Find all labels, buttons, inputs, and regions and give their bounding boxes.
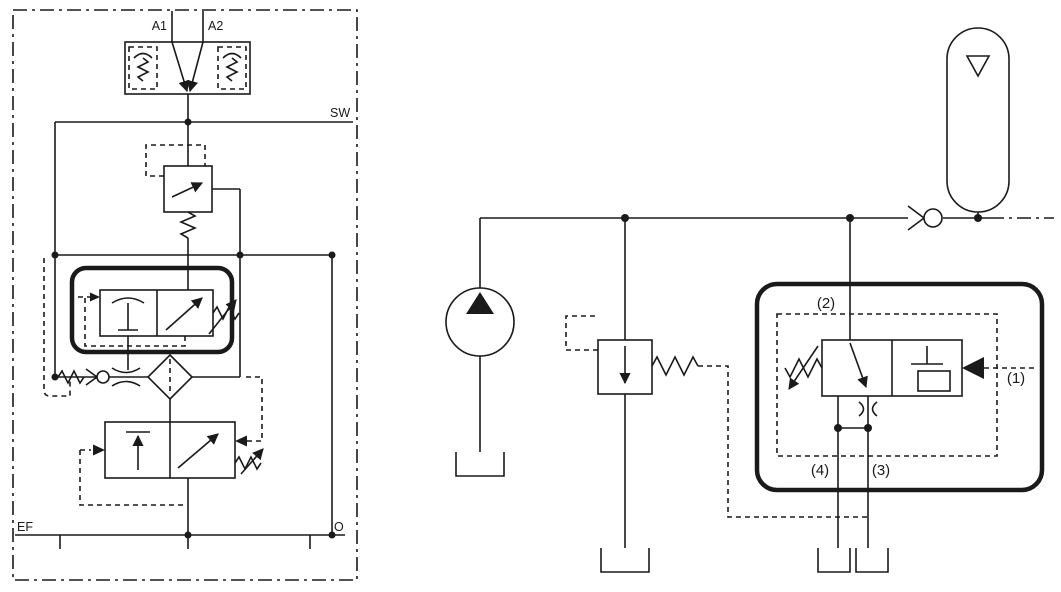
bottom-manifold	[15, 531, 345, 549]
check-filter-row	[51, 353, 240, 401]
junction-dot	[864, 424, 872, 432]
dual-pilot-check-valve	[124, 41, 251, 95]
left-circuit-diagram: A1 A2 SW	[12, 9, 358, 581]
port-label-3: (3)	[872, 462, 890, 479]
left-boundary-chain-border	[12, 9, 358, 581]
check-spring	[57, 369, 85, 385]
left-highlight-box	[69, 265, 235, 355]
tank-symbol	[455, 452, 505, 477]
gas-triangle-icon	[965, 55, 991, 78]
pilot-dash-left	[43, 258, 71, 397]
relief-valve-symbol	[565, 218, 868, 573]
tank-symbol	[855, 548, 889, 573]
port-label-o: O	[334, 520, 344, 534]
flow-compensator-valve	[78, 289, 240, 370]
throttle-symbol	[858, 401, 865, 417]
flow-control-valve-lower	[79, 376, 264, 535]
port-label-sw: SW	[330, 106, 350, 120]
right-highlight-box	[754, 281, 1045, 493]
port-label-ef: EF	[17, 520, 33, 534]
pump-symbol	[445, 218, 515, 477]
pilot-boundary-dashed	[776, 313, 998, 457]
tank-symbol	[817, 548, 851, 573]
junction-dot	[328, 531, 336, 539]
right-circuit-diagram: (2) (1) (4) (3)	[445, 27, 1054, 573]
port-label-a1: A1	[152, 19, 167, 33]
junction-dot	[51, 373, 59, 381]
accumulator-symbol	[946, 27, 1010, 218]
junction-dot	[184, 531, 192, 539]
port-label-1: (1)	[1007, 370, 1025, 387]
pilot-triangle-icon	[962, 357, 984, 379]
venturi-bottom	[111, 380, 141, 387]
port-label-a2: A2	[208, 19, 223, 33]
port-label-2: (2)	[817, 295, 835, 312]
venturi-top	[111, 367, 141, 374]
throttle-symbol	[871, 401, 878, 417]
spring-symbol	[651, 355, 699, 377]
port-label-4: (4)	[811, 462, 829, 479]
check-ball	[96, 370, 110, 384]
junction-dot	[834, 424, 842, 432]
junction-dot	[51, 251, 59, 259]
junction-dot	[974, 214, 982, 222]
unloader-valve-assembly	[776, 218, 1034, 573]
pilot-relief-valve	[145, 122, 241, 255]
pump-flow-triangle	[466, 292, 494, 314]
check-valve-symbol	[907, 205, 943, 231]
port-lines-a1-a2	[171, 11, 204, 42]
tank-symbol	[600, 548, 650, 573]
